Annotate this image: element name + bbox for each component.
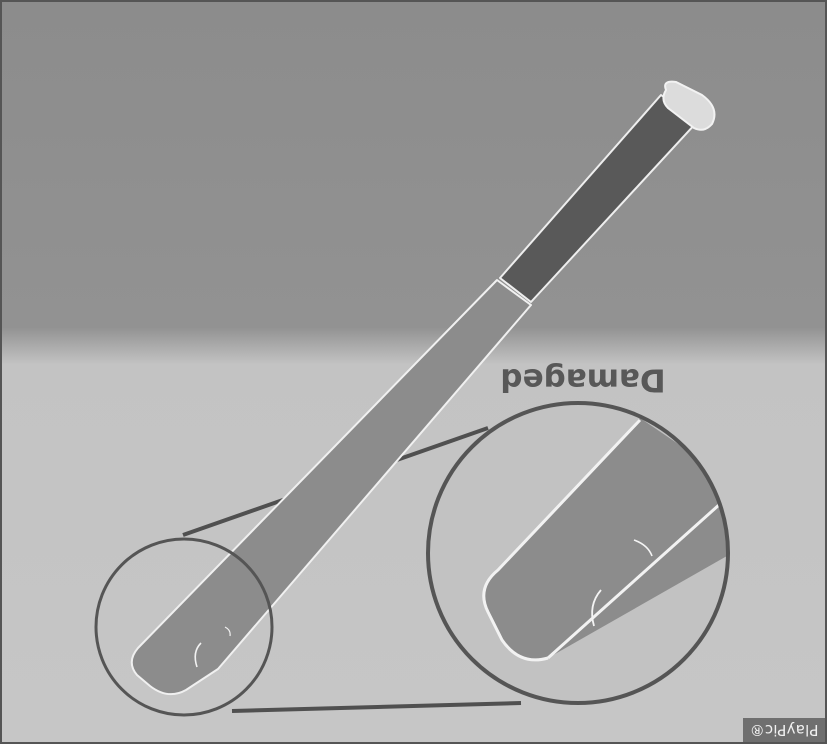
watermark-text: PlayPic® <box>743 718 825 742</box>
watermark-badge: PlayPic® <box>743 718 825 742</box>
damaged-label: Damaged <box>500 362 665 398</box>
